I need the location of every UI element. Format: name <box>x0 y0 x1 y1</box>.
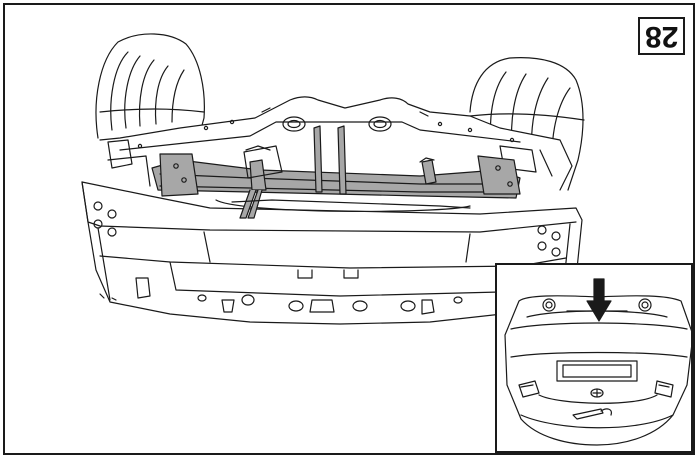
down-arrow-icon <box>586 278 612 322</box>
crossmember-bar <box>151 125 521 219</box>
rear-bumper-detail-drawing <box>504 278 691 446</box>
step-number-box: 28 <box>638 17 685 55</box>
left-wheel <box>95 33 205 141</box>
underbody <box>99 96 573 191</box>
detail-inset <box>495 263 693 453</box>
bumper-fascia <box>81 181 583 325</box>
inset-bumper-body <box>504 295 691 446</box>
step-number: 28 <box>644 20 679 53</box>
